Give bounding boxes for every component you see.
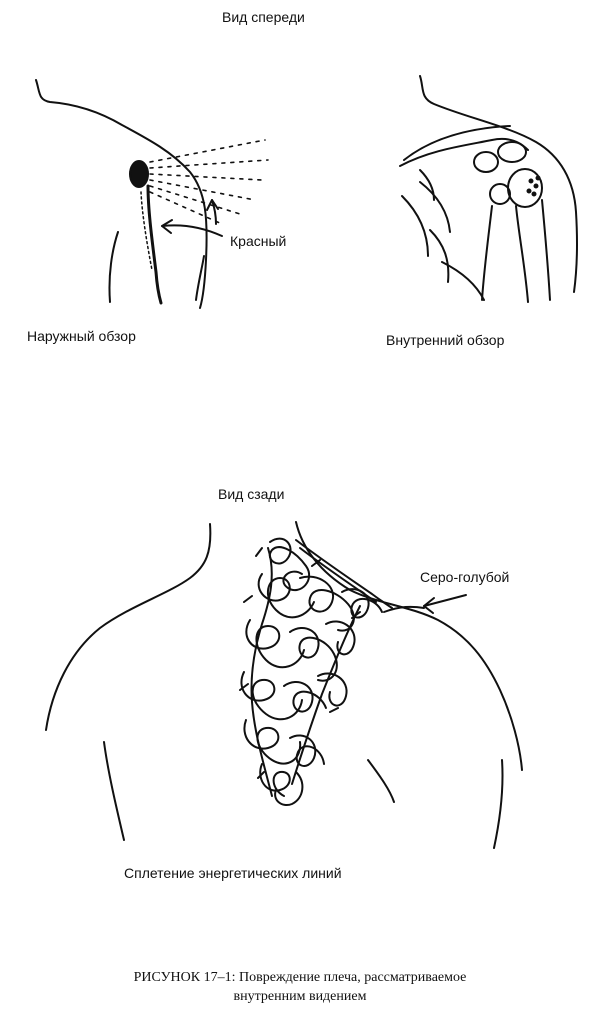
grey-blue-label: Серо-голубой [420,569,510,585]
back-torso-drawing [45,521,523,849]
inner-view-label: Внутренний обзор [386,332,505,348]
inner-shoulder-drawing [399,75,579,303]
energy-tangle-label: Сплетение энергетических линий [124,865,342,881]
back-view-title: Вид сзади [218,486,285,502]
front-view-title: Вид спереди [222,9,305,25]
bleeding-wound-icon [129,139,269,225]
outer-view-label: Наружный обзор [27,328,136,344]
outer-shoulder-drawing [35,79,208,309]
figure-caption-line1: РИСУНОК 17–1: Повреждение плеча, рассмат… [133,970,467,985]
grey-blue-arrow [423,594,467,614]
figure-caption-line2: внутренним видением [233,989,367,1004]
energy-line-tangle [239,537,393,806]
red-pointer-arrows [161,199,223,237]
red-label: Красный [230,233,287,249]
